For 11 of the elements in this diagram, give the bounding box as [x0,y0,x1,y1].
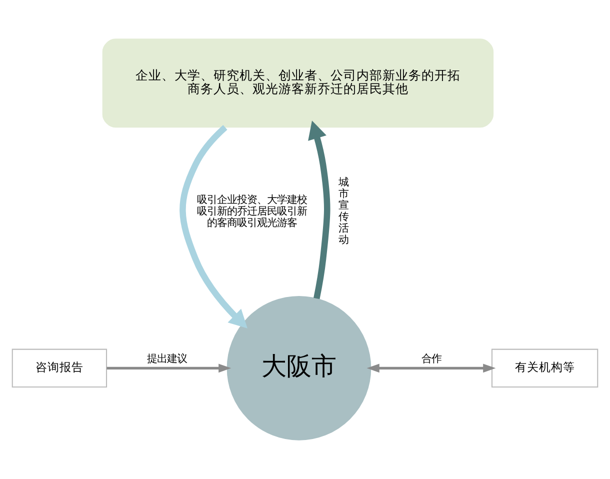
arrow [106,364,232,373]
edge-label: 吸引企业投资、大学建校吸引新的乔迁居民吸引新的客商吸引观光游客 [196,194,307,229]
edge-label: 合作 [421,352,442,365]
arrow [308,120,330,300]
node-box: 企业、大学、研究机关、创业者、公司内部新业务的开拓 商务人员、观光游客新乔迁的居民其他 [102,38,494,128]
node-box: 咨询报告 [12,348,108,388]
edge-label: 城市宣传活动 [338,176,349,246]
arrow [180,125,248,328]
node-box: 有关机构等 [491,348,598,388]
edge-label: 提出建议 [146,352,187,365]
arrow [366,364,496,373]
